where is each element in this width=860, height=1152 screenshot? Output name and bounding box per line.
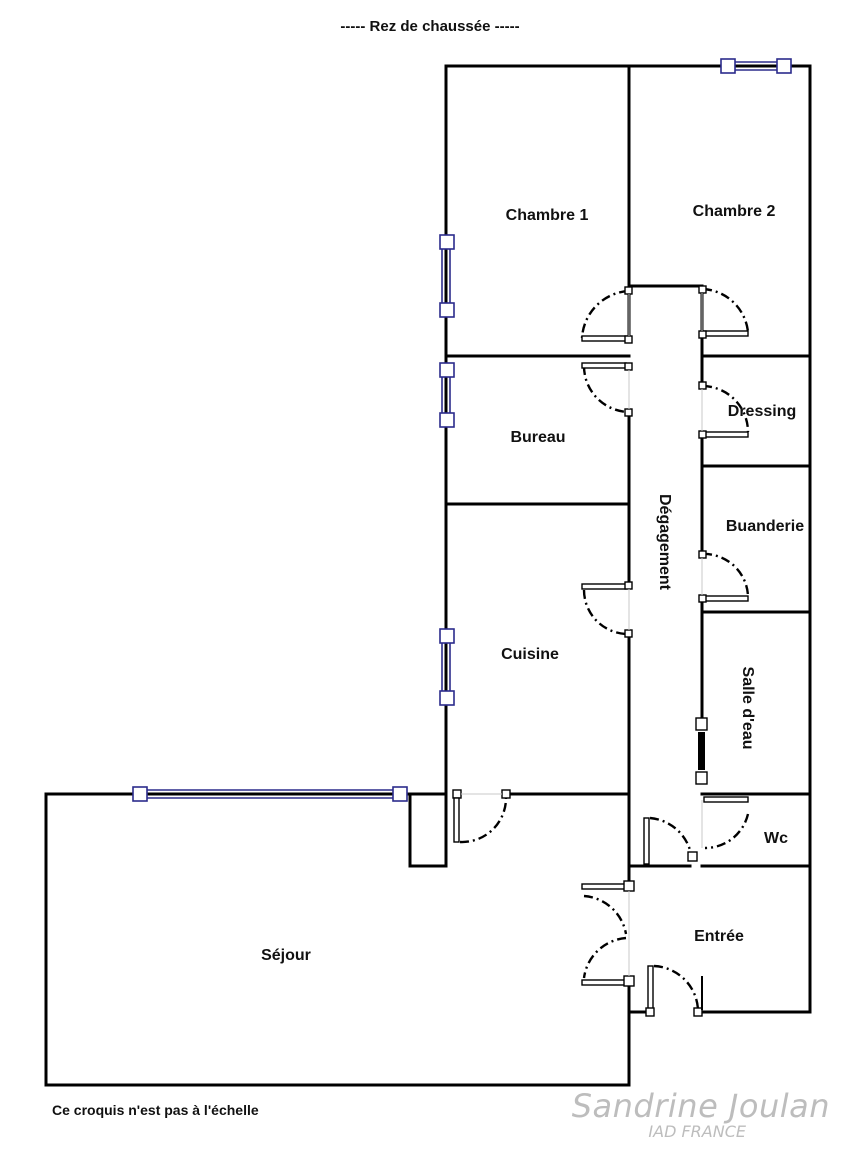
- door-buanderie[interactable]: [698, 550, 750, 603]
- room-label-dressing: Dressing: [728, 403, 796, 420]
- room-label-degagement: Dégagement: [656, 494, 673, 591]
- agent-name: Sandrine Joulan: [571, 1087, 830, 1125]
- wall-chambre-divider: [627, 64, 704, 358]
- door-entree-front[interactable]: [645, 964, 703, 1017]
- agent-network: IAD FRANCE: [648, 1122, 746, 1141]
- room-label-chambre2: Chambre 2: [693, 203, 776, 220]
- room-label-wc: Wc: [764, 830, 788, 847]
- room-label-chambre1: Chambre 1: [506, 207, 589, 224]
- scale-note: Ce croquis n'est pas à l'échelle: [52, 1102, 259, 1118]
- door-sejour-entree[interactable]: [581, 880, 635, 987]
- door-chambre1[interactable]: [580, 286, 633, 344]
- door-dressing[interactable]: [698, 381, 750, 439]
- room-label-entree: Entrée: [694, 928, 744, 945]
- room-label-sejour: Séjour: [261, 947, 311, 964]
- door-chambre2[interactable]: [698, 285, 750, 339]
- room-label-bureau: Bureau: [510, 429, 565, 446]
- window-chambre1: [439, 234, 455, 318]
- walls: [44, 64, 812, 1087]
- room-label-buanderie: Buanderie: [726, 518, 804, 535]
- room-label-salle-eau: Salle d'eau: [739, 667, 756, 750]
- window-cuisine: [439, 628, 455, 706]
- room-label-cuisine: Cuisine: [501, 646, 559, 663]
- door-bureau[interactable]: [581, 362, 633, 417]
- floor-title: ----- Rez de chaussée -----: [340, 18, 520, 35]
- door-salle-eau[interactable]: [695, 717, 750, 850]
- window-sejour: [132, 786, 408, 802]
- door-sejour-cuisine[interactable]: [452, 789, 511, 844]
- door-wc[interactable]: [643, 816, 698, 865]
- window-bureau: [439, 362, 455, 428]
- door-cuisine[interactable]: [581, 581, 633, 638]
- cupboard: [408, 792, 448, 868]
- window-top-right: [720, 58, 792, 74]
- agent-watermark: Sandrine Joulan IAD FRANCE: [572, 1090, 830, 1141]
